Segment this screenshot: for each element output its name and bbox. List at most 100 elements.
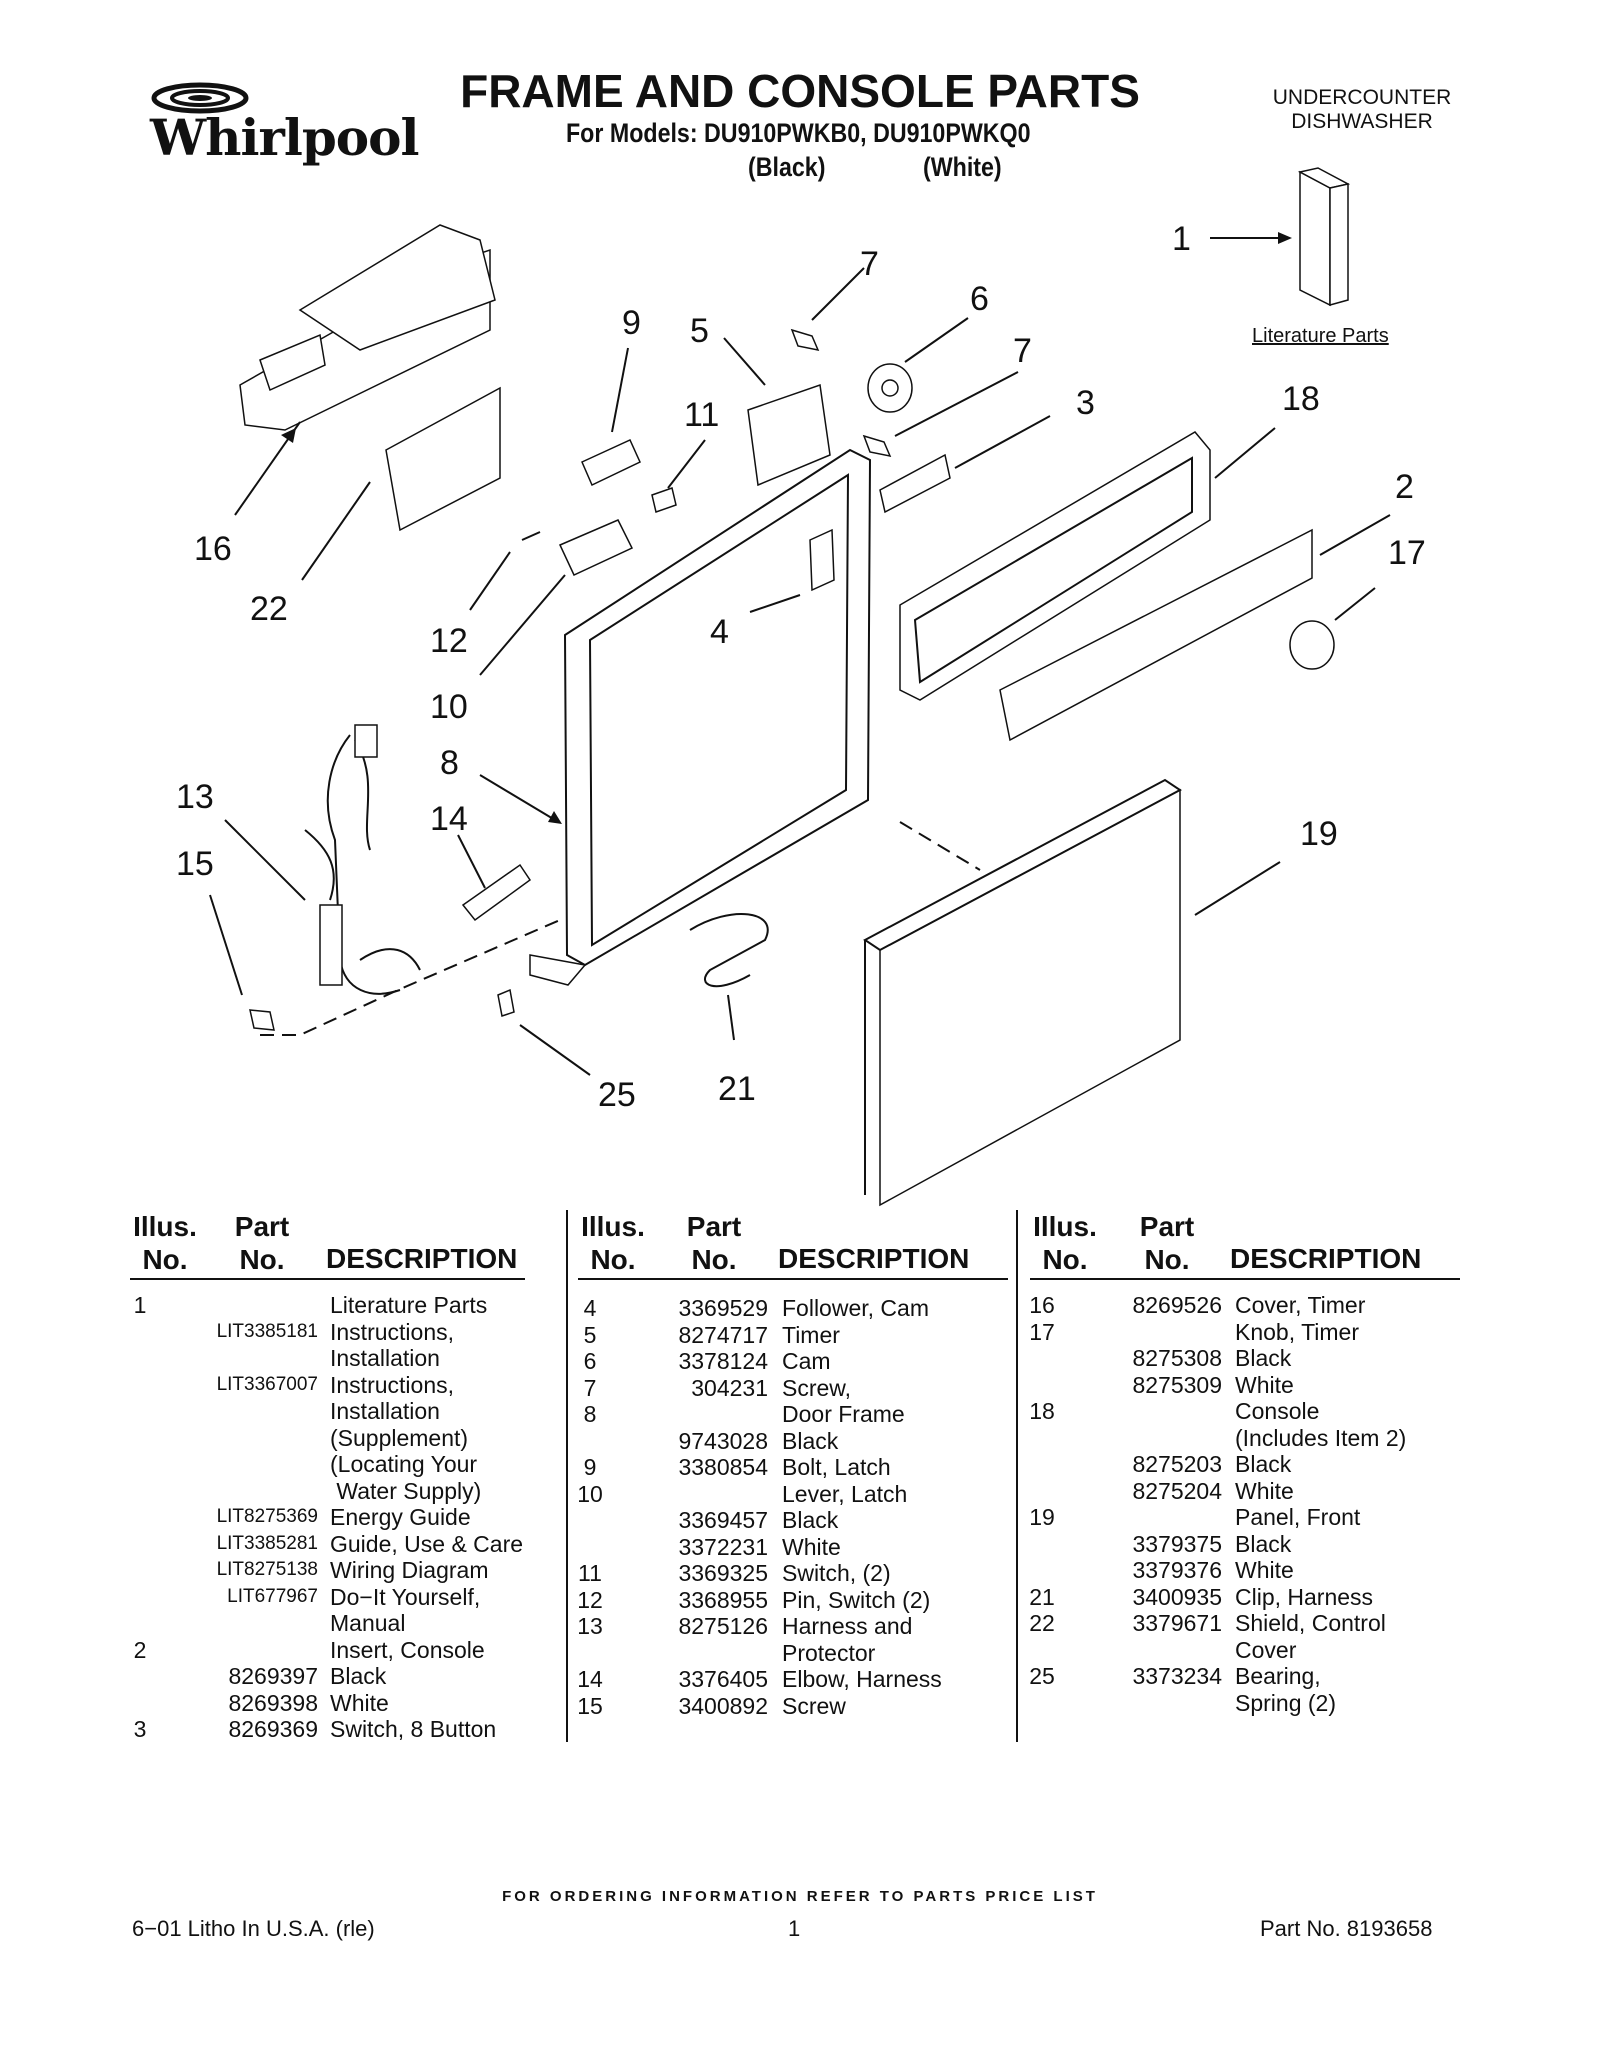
- col3-header-illus-line2: No.: [1042, 1244, 1088, 1275]
- callout-13: 13: [176, 778, 214, 816]
- callout-3: 3: [1076, 384, 1095, 422]
- part-description: Bolt, Latch: [782, 1454, 891, 1480]
- part-description: Insert, Console: [330, 1636, 485, 1663]
- col3-header-desc: DESCRIPTION: [1230, 1243, 1422, 1274]
- illus-number: 22: [1029, 1610, 1055, 1636]
- part-number: 8269398: [228, 1689, 318, 1716]
- wire-harness: [304, 724, 421, 995]
- harness-clip: [689, 913, 769, 988]
- col3-header-illus: Illus. No.: [1030, 1210, 1100, 1276]
- part-number: 304231: [691, 1374, 768, 1401]
- table-row: Protector: [0, 1640, 1010, 1667]
- door-frame: [529, 448, 872, 986]
- harness-elbow: [461, 863, 532, 922]
- part-number: 3369325: [678, 1560, 768, 1586]
- part-description: Cover, Timer: [1235, 1292, 1366, 1318]
- col1-header-illus: Illus. No.: [130, 1210, 200, 1276]
- col2-header-desc: DESCRIPTION: [778, 1243, 970, 1274]
- front-panel: [863, 778, 1182, 1207]
- part-description: Knob, Timer: [1235, 1318, 1359, 1345]
- illus-number: 11: [578, 1560, 602, 1586]
- table-row: Manual: [0, 1610, 560, 1637]
- part-description: White: [782, 1533, 841, 1560]
- part-number: 8275308: [1132, 1345, 1222, 1371]
- col1-header-rule: [130, 1278, 525, 1280]
- callout-15: 15: [176, 845, 214, 883]
- callout-16: 16: [194, 530, 232, 568]
- part-description: White: [330, 1689, 389, 1716]
- part-description: Wiring Diagram: [330, 1557, 489, 1583]
- illus-number: 1: [133, 1292, 147, 1318]
- part-number: 8269526: [1132, 1292, 1222, 1318]
- part-description: Elbow, Harness: [782, 1666, 942, 1692]
- part-number: 3369457: [678, 1507, 768, 1533]
- product-type: UNDERCOUNTER DISHWASHER: [1247, 86, 1477, 134]
- part-number: 8275126: [678, 1613, 768, 1639]
- part-description: Panel, Front: [1235, 1504, 1361, 1530]
- ordering-note: FOR ORDERING INFORMATION REFER TO PARTS …: [502, 1888, 1098, 1905]
- part-description: Installation: [330, 1398, 440, 1424]
- part-description: Harness and: [782, 1613, 913, 1639]
- part-number: 9743028: [678, 1427, 768, 1454]
- callout-18: 18: [1282, 380, 1320, 418]
- table-separator-2: [1016, 1210, 1018, 1742]
- table-row: 8275309 White: [0, 1372, 1470, 1399]
- part-description: White: [1235, 1371, 1294, 1398]
- part-description: Instructions,: [330, 1371, 454, 1398]
- control-shield: [385, 386, 501, 532]
- col2-header-part: Part No.: [684, 1210, 744, 1276]
- col1-header-desc: DESCRIPTION: [326, 1243, 518, 1274]
- table-row: Installation: [0, 1345, 560, 1372]
- part-number: 3400935: [1132, 1583, 1222, 1610]
- part-description: Timer: [782, 1321, 840, 1348]
- product-type-line2: DISHWASHER: [1291, 110, 1433, 133]
- part-description: Pin, Switch (2): [782, 1586, 931, 1613]
- part-number: LIT677967: [227, 1585, 318, 1607]
- part-description: Do−It Yourself,: [330, 1583, 481, 1610]
- part-description: Black: [1235, 1530, 1292, 1557]
- part-number: 3379671: [1132, 1610, 1222, 1636]
- illus-number: 8: [583, 1401, 597, 1427]
- part-description: Lever, Latch: [782, 1480, 908, 1507]
- part-description: Manual: [330, 1610, 406, 1636]
- col2-header-part-line2: No.: [691, 1244, 737, 1275]
- part-number: 8275309: [1132, 1371, 1222, 1398]
- part-number: 8275204: [1132, 1477, 1222, 1504]
- part-number: 8269397: [228, 1663, 318, 1689]
- table-row: Cover: [0, 1637, 1470, 1664]
- callout-19: 19: [1300, 815, 1338, 853]
- footer-print-info: 6−01 Litho In U.S.A. (rle): [132, 1916, 375, 1941]
- part-number: LIT8275369: [216, 1506, 318, 1527]
- illus-number: 4: [583, 1295, 597, 1321]
- col2-header-part-line1: Part: [686, 1211, 742, 1242]
- part-description: Black: [330, 1663, 387, 1689]
- part-number: 8275203: [1132, 1451, 1222, 1477]
- callout-5: 5: [690, 312, 709, 350]
- product-type-line1: UNDERCOUNTER: [1272, 86, 1452, 109]
- timer-knob: [1289, 620, 1335, 670]
- part-description: White: [1235, 1557, 1294, 1583]
- part-number: 8269369: [228, 1716, 318, 1742]
- console: [899, 431, 1211, 701]
- part-number: LIT3385281: [216, 1532, 318, 1554]
- part-description: Shield, Control: [1235, 1610, 1386, 1636]
- table-row: (Locating Your: [0, 1451, 560, 1478]
- part-description: White: [1235, 1477, 1294, 1504]
- part-number: 3373234: [1132, 1663, 1222, 1689]
- callout-8: 8: [440, 744, 459, 782]
- illus-number: 21: [1029, 1583, 1055, 1610]
- col1-header-part-line2: No.: [239, 1244, 285, 1275]
- part-description: Water Supply): [330, 1477, 482, 1504]
